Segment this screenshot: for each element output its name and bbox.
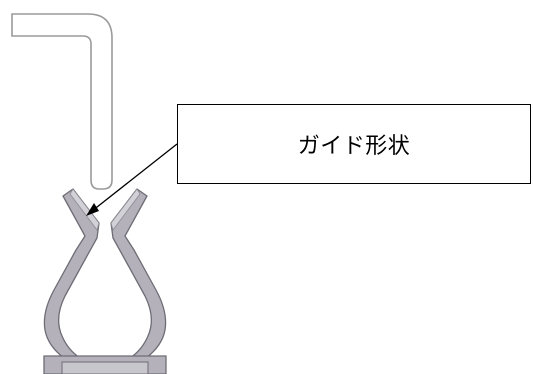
right-guide-bevel <box>110 188 141 231</box>
l-shaped-pin <box>11 13 113 190</box>
clip-base-inner <box>61 361 149 374</box>
callout-box: ガイド形状 <box>177 104 531 184</box>
callout-arrowhead <box>86 203 99 216</box>
callout-leader-line <box>91 143 178 212</box>
callout-label: ガイド形状 <box>297 134 411 159</box>
